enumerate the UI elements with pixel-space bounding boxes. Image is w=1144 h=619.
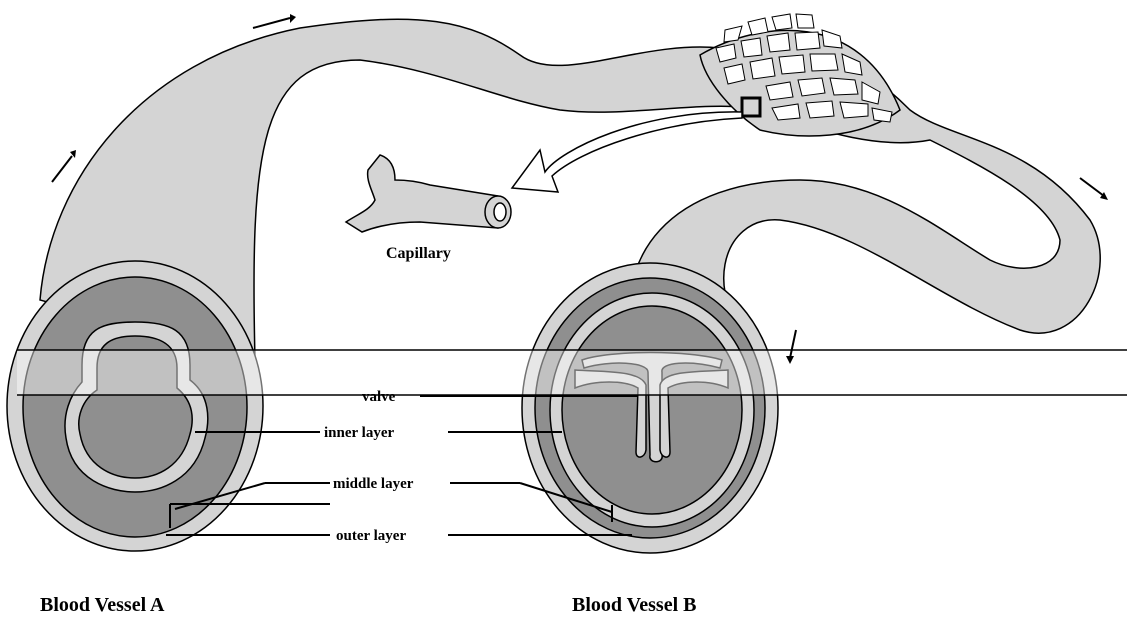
middle-layer-label: middle layer	[333, 476, 414, 492]
capillary-closeup	[346, 155, 511, 232]
capillary-label: Capillary	[386, 245, 451, 262]
valve-label: valve	[362, 389, 396, 405]
vessel-b-caption: Blood Vessel B	[572, 594, 696, 616]
outer-layer-label: outer layer	[336, 528, 406, 544]
zoom-arrow	[512, 112, 742, 192]
vessel-a-cross-section	[7, 261, 263, 551]
section-band	[17, 350, 1127, 395]
inner-layer-label: inner layer	[324, 425, 394, 441]
vessel-b-cross-section	[522, 263, 778, 553]
vessel-a-caption: Blood Vessel A	[40, 594, 165, 616]
